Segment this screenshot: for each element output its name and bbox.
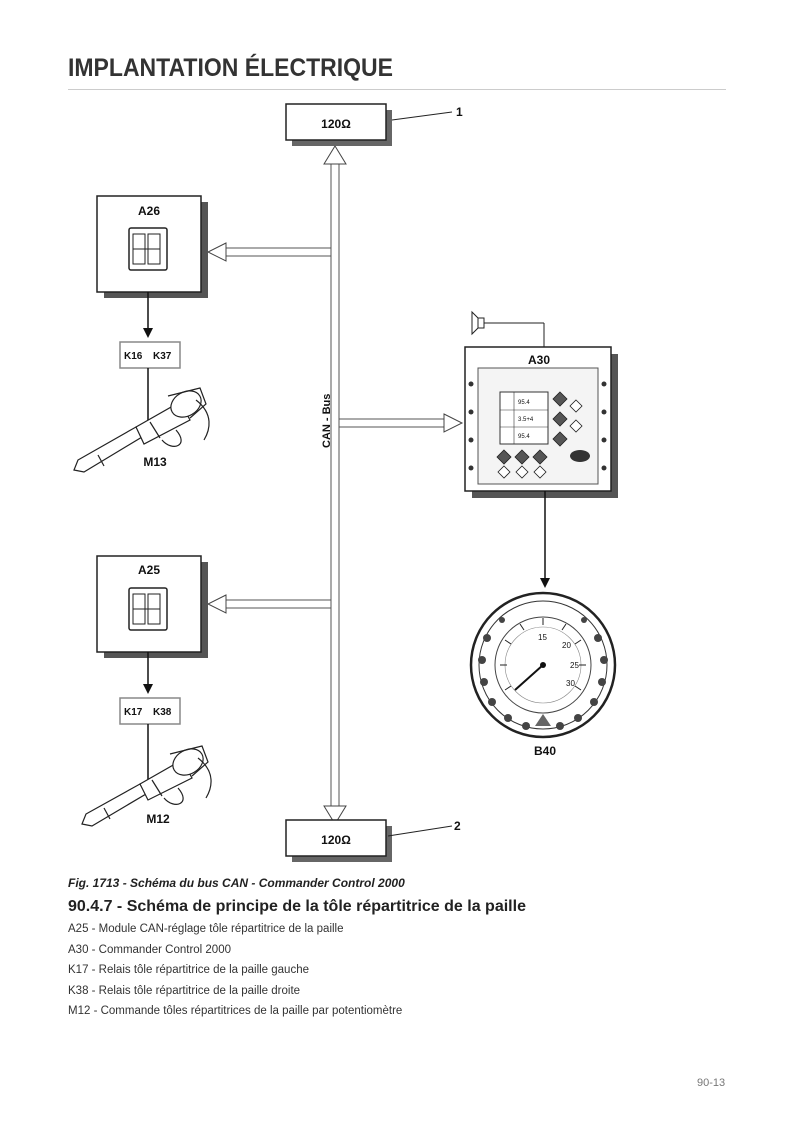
relay-k16-label: K16 [124, 351, 143, 362]
module-a26: A26 [96, 195, 208, 298]
callout-line-1 [391, 111, 453, 121]
module-a25-label: A25 [138, 563, 160, 577]
bus-branch-a25 [224, 599, 331, 609]
terminator-2: 120Ω 2 [285, 819, 461, 862]
screen-row-1: 95.4 [518, 400, 530, 406]
branch-arrow-a25 [206, 594, 227, 614]
relay-k37-label: K37 [153, 351, 172, 362]
callout-1: 1 [456, 105, 463, 119]
page-title: IMPLANTATION ÉLECTRIQUE [68, 54, 393, 82]
gauge-needle [514, 664, 544, 691]
dashboard-b40-gauge: 15 20 25 30 [469, 591, 617, 739]
can-bus-line [330, 162, 340, 808]
gauge-tick-15: 15 [538, 633, 547, 642]
legend-item: A30 - Commander Control 2000 [68, 943, 231, 956]
console-a30: A30 95.4 3.5+4 95.4 [464, 346, 618, 498]
actuator-m12-label: M12 [146, 812, 170, 826]
terminator-1-label: 120Ω [321, 117, 351, 131]
terminator-2-label: 120Ω [321, 833, 351, 847]
legend-list: A25 - Module CAN-réglage tôle répartitri… [68, 921, 402, 1024]
callout-line-2 [387, 825, 453, 837]
dashboard-b40-label: B40 [534, 744, 556, 758]
can-bus-diagram: CAN - Bus 120Ω 1 120Ω 2 A26 [73, 103, 618, 862]
gauge-tick-30: 30 [566, 679, 575, 688]
console-screen [499, 391, 549, 445]
legend-item: A25 - Module CAN-réglage tôle répartitri… [68, 923, 344, 935]
section-heading: 90.4.7 - Schéma de principe de la tôle r… [68, 898, 526, 915]
speaker-icon [471, 310, 545, 347]
branch-arrow-a26 [206, 242, 227, 262]
bus-branch-a30 [339, 418, 446, 428]
legend-item: M12 - Commande tôles répartitrices de la… [68, 1005, 403, 1017]
connector-icon [128, 587, 168, 631]
can-bus-label: CAN - Bus [321, 394, 333, 448]
gauge-tick-25: 25 [570, 661, 579, 670]
title-divider [68, 89, 726, 90]
module-a25: A25 [96, 555, 208, 658]
screen-row-2: 3.5+4 [518, 417, 534, 423]
bus-branch-a26 [224, 247, 331, 257]
terminator-1: 120Ω 1 [285, 103, 463, 146]
page-number: 90-13 [697, 1077, 726, 1089]
gauge-tick-20: 20 [562, 641, 571, 650]
relay-k17-k38: K17 K38 [119, 697, 181, 725]
relay-k17-label: K17 [124, 707, 143, 718]
legend-item: K38 - Relais tôle répartitrice de la pai… [68, 984, 301, 997]
branch-arrow-a30 [443, 413, 464, 433]
actuator-m13-label: M13 [143, 455, 167, 469]
screen-row-3: 95.4 [518, 434, 530, 440]
callout-2: 2 [454, 819, 461, 833]
actuator-m12-icon [81, 745, 212, 827]
console-a30-label: A30 [528, 353, 550, 367]
bus-arrow-bottom [323, 805, 347, 825]
figure-caption: Fig. 1713 - Schéma du bus CAN - Commande… [68, 876, 405, 890]
relay-k38-label: K38 [153, 707, 172, 718]
legend-item: K17 - Relais tôle répartitrice de la pai… [68, 964, 309, 976]
relay-k16-k37: K16 K37 [119, 341, 181, 369]
actuator-m13-icon [73, 387, 210, 473]
module-a26-label: A26 [138, 204, 160, 218]
bus-arrow-top [323, 145, 347, 165]
connector-icon [128, 227, 168, 271]
